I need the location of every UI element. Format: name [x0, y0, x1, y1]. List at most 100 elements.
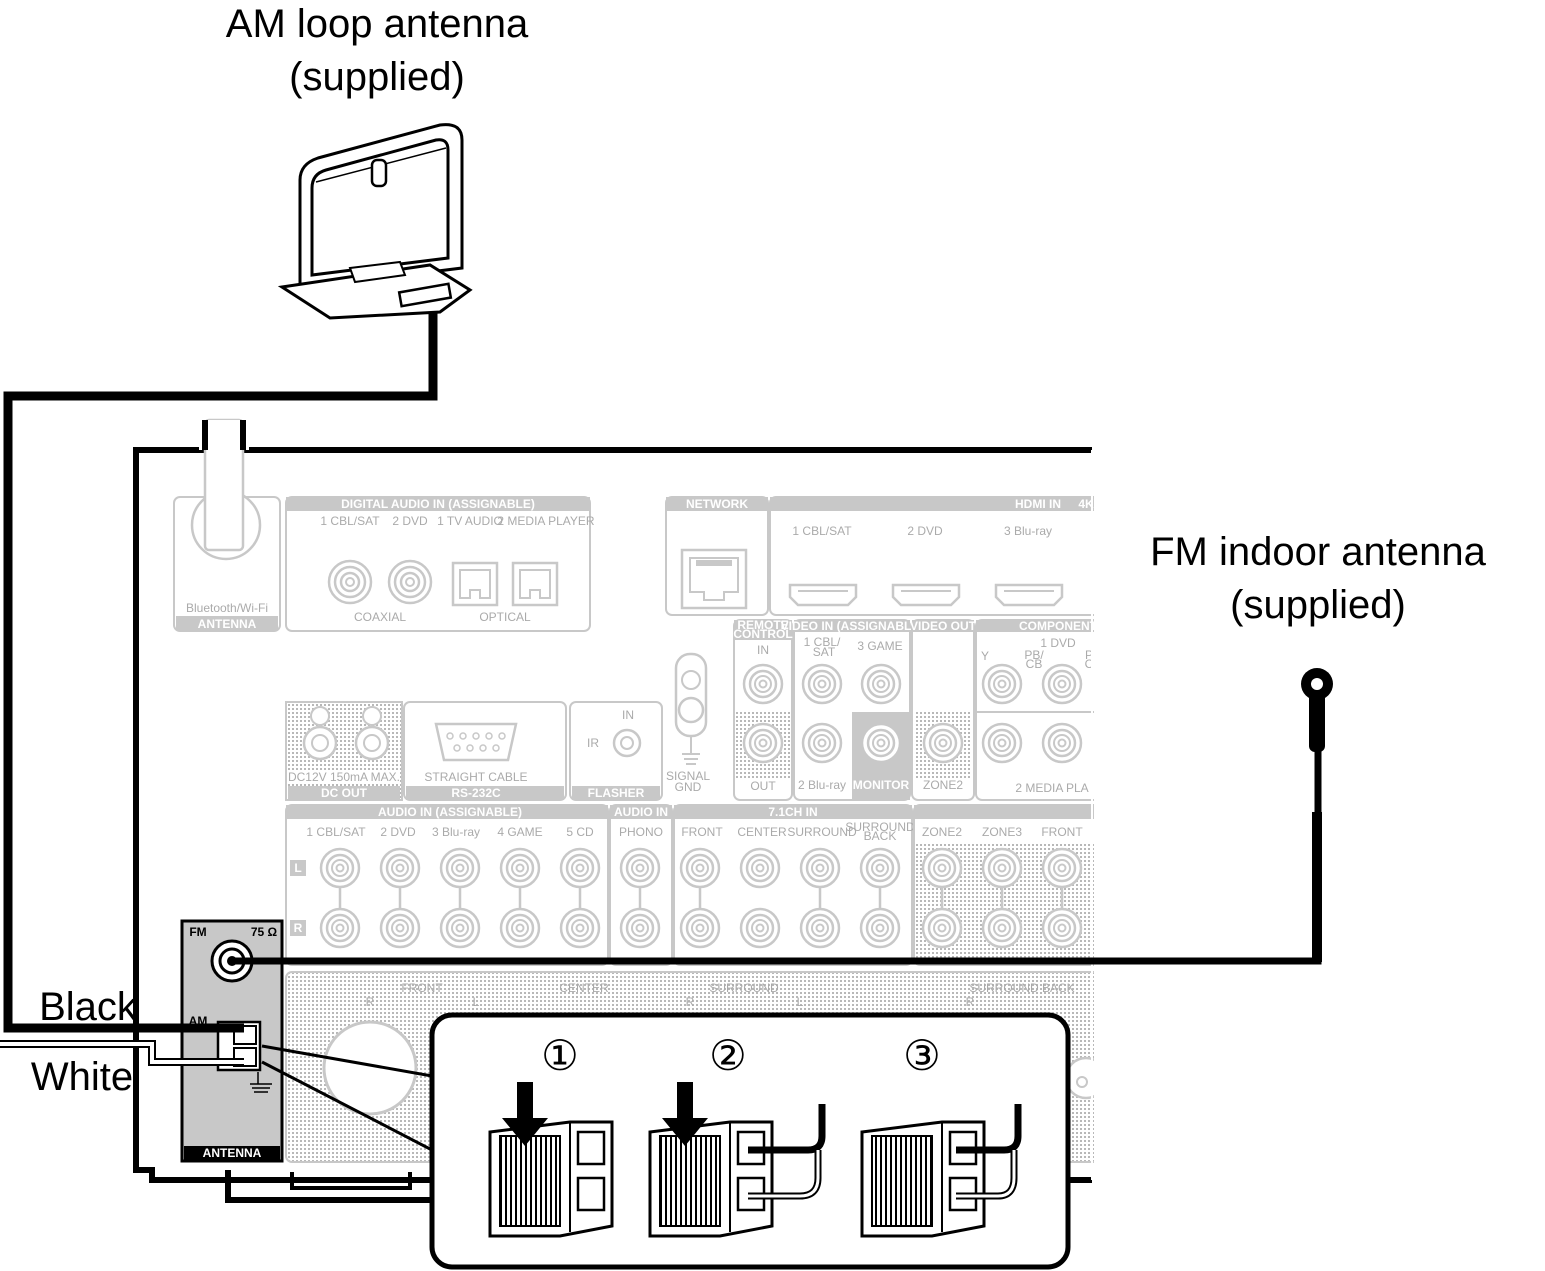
spk-surround-back-label: SURROUND BACK [969, 981, 1074, 995]
video-out: VIDEO OUT ZONE2 [910, 619, 977, 801]
bt-antenna-label-2: ANTENNA [198, 617, 257, 631]
flasher-in: IN IR FLASHER [569, 701, 663, 801]
comp-pb-label-2: CB [1026, 657, 1043, 671]
remote-label-2: CONTROL [733, 627, 792, 641]
signal-gnd: SIGNAL GND [666, 652, 710, 794]
dig-4-label: 2 MEDIA PLAYER [497, 514, 594, 528]
component-header: COMPONENT [1019, 619, 1098, 633]
zone2-video-label: ZONE2 [923, 778, 963, 792]
step-3-number: ③ [903, 1032, 941, 1079]
hdmi-1-label: 1 CBL/SAT [792, 524, 852, 538]
ch71-in: 7.1CH IN FRONT CENTER SURROUND SURROUND … [673, 804, 915, 966]
spk-r2-label: R [686, 995, 695, 1009]
audio-in-assignable: AUDIO IN (ASSIGNABLE) 1 CBL/SAT 2 DVD 3 … [285, 804, 609, 966]
video-in: VIDEO IN (ASSIGNABLE) 1 CBL/ SAT 3 GAME … [781, 619, 924, 801]
spk-r3-label: R [966, 995, 975, 1009]
signal-gnd-label-1: SIGNAL [666, 769, 710, 783]
step-1-number: ① [541, 1032, 579, 1079]
dc-out: DC12V 150mA MAX. DC OUT [285, 701, 403, 801]
digital-audio-in-header: DIGITAL AUDIO IN (ASSIGNABLE) [341, 497, 535, 511]
pre-out: ZONE2 ZONE3 FRONT [913, 804, 1107, 966]
comp-1-label: 1 DVD [1040, 636, 1076, 650]
ch-l-label: L [294, 861, 301, 875]
remote-label-1: REMOTE [737, 618, 788, 632]
video-1a-label: 1 CBL/ [804, 635, 841, 649]
antenna-terminals: FM 75 Ω AM ANTENNA [180, 919, 284, 1163]
video-1b-label: SAT [813, 645, 836, 659]
fm-indoor-antenna: FM indoor antenna (supplied) [1150, 530, 1487, 962]
pre-zone2-label: ZONE2 [922, 825, 962, 839]
video-3-label: 3 GAME [857, 639, 902, 653]
step-1-terminal [488, 1082, 614, 1238]
coaxial-label: COAXIAL [354, 610, 406, 624]
white-wire-label: White [31, 1055, 133, 1099]
ant-antenna-label: ANTENNA [203, 1146, 262, 1160]
flasher-label: FLASHER [588, 786, 645, 800]
ch71-front-label: FRONT [681, 825, 723, 839]
dc-out-label: DC OUT [321, 786, 368, 800]
video-in-header: VIDEO IN (ASSIGNABLE) [781, 619, 924, 633]
fm-antenna-title: FM indoor antenna [1150, 530, 1487, 574]
dig-1-label: 1 CBL/SAT [320, 514, 380, 528]
connection-steps-inset: ① ② ③ [429, 1012, 1071, 1270]
aud-2-label: 2 DVD [380, 825, 416, 839]
flasher-ir-label: IR [587, 736, 599, 750]
audio-in-assignable-header: AUDIO IN (ASSIGNABLE) [378, 805, 522, 819]
aud-4-label: 4 GAME [497, 825, 542, 839]
ch71-in-header: 7.1CH IN [768, 805, 817, 819]
video-2-label: 2 Blu-ray [798, 778, 846, 792]
ch71-sb-label-2: BACK [864, 829, 897, 843]
am-antenna-subtitle: (supplied) [289, 55, 465, 99]
signal-gnd-label-2: GND [675, 780, 702, 794]
video-out-header: VIDEO OUT [910, 619, 977, 633]
ch71-center-label: CENTER [737, 825, 787, 839]
hdmi-2-label: 2 DVD [907, 524, 943, 538]
ch-r-label: R [294, 921, 303, 935]
am-antenna-title: AM loop antenna [226, 2, 529, 46]
step-2-terminal [648, 1082, 826, 1238]
ant-fm-label: FM [189, 925, 206, 939]
spk-front-label: FRONT [401, 981, 443, 995]
spk-center-label: CENTER [559, 981, 609, 995]
phono-label: PHONO [619, 825, 663, 839]
step-3-terminal [860, 1104, 1022, 1238]
component-video: COMPONENT 1 DVD Y PB/ CB P C 2 MEDIA PLA [975, 619, 1107, 801]
spk-surround-label: SURROUND [709, 981, 779, 995]
hdmi-in: HDMI IN 4K 1 CBL/SAT 2 DVD 3 Blu-ray [769, 496, 1101, 616]
spk-l2-label: L [797, 995, 804, 1009]
ch71-sb-label-1: SURROUND [845, 820, 915, 834]
aud-1-label: 1 CBL/SAT [306, 825, 366, 839]
rs232c-label: RS-232C [451, 786, 501, 800]
comp-pr-label: P [1085, 648, 1093, 662]
spk-l1-label: L [473, 995, 480, 1009]
ch71-surround-label: SURROUND [787, 825, 857, 839]
audio-in-phono: AUDIO IN PHONO [609, 804, 673, 966]
dig-2-label: 2 DVD [392, 514, 428, 528]
bluetooth-wifi-antenna-jack: Bluetooth/Wi-Fi ANTENNA [173, 418, 281, 632]
hdmi-in-header: HDMI IN [1015, 497, 1061, 511]
ant-75-label: 75 Ω [251, 925, 278, 939]
comp-2-label: 2 MEDIA PLA [1015, 781, 1088, 795]
hdmi-3-label: 3 Blu-ray [1004, 524, 1052, 538]
remote-out-label: OUT [750, 779, 776, 793]
audio-in-label: AUDIO IN [614, 805, 668, 819]
straight-cable-label: STRAIGHT CABLE [424, 770, 527, 784]
comp-pb-label-1: PB/ [1024, 648, 1044, 662]
comp-y-label: Y [981, 649, 989, 663]
dig-3-label: 1 TV AUDIO [437, 514, 503, 528]
network-port: NETWORK [665, 496, 769, 616]
receiver-rear-panel: Bluetooth/Wi-Fi ANTENNA DIGITAL AUDIO IN… [0, 418, 1545, 1203]
aud-5-label: 5 CD [566, 825, 594, 839]
remote-control: REMOTE CONTROL IN OUT [733, 618, 793, 801]
spk-r1-label: R [366, 995, 375, 1009]
optical-label: OPTICAL [479, 610, 531, 624]
monitor-label: MONITOR [853, 778, 910, 792]
aud-3-label: 3 Blu-ray [432, 825, 480, 839]
rs232c-port: STRAIGHT CABLE RS-232C [403, 701, 567, 801]
network-label: NETWORK [686, 497, 748, 511]
fm-antenna-subtitle: (supplied) [1230, 583, 1406, 627]
black-wire-label: Black [39, 985, 138, 1029]
flasher-in-label: IN [622, 708, 634, 722]
comp-pr-label-2: C [1085, 657, 1094, 671]
